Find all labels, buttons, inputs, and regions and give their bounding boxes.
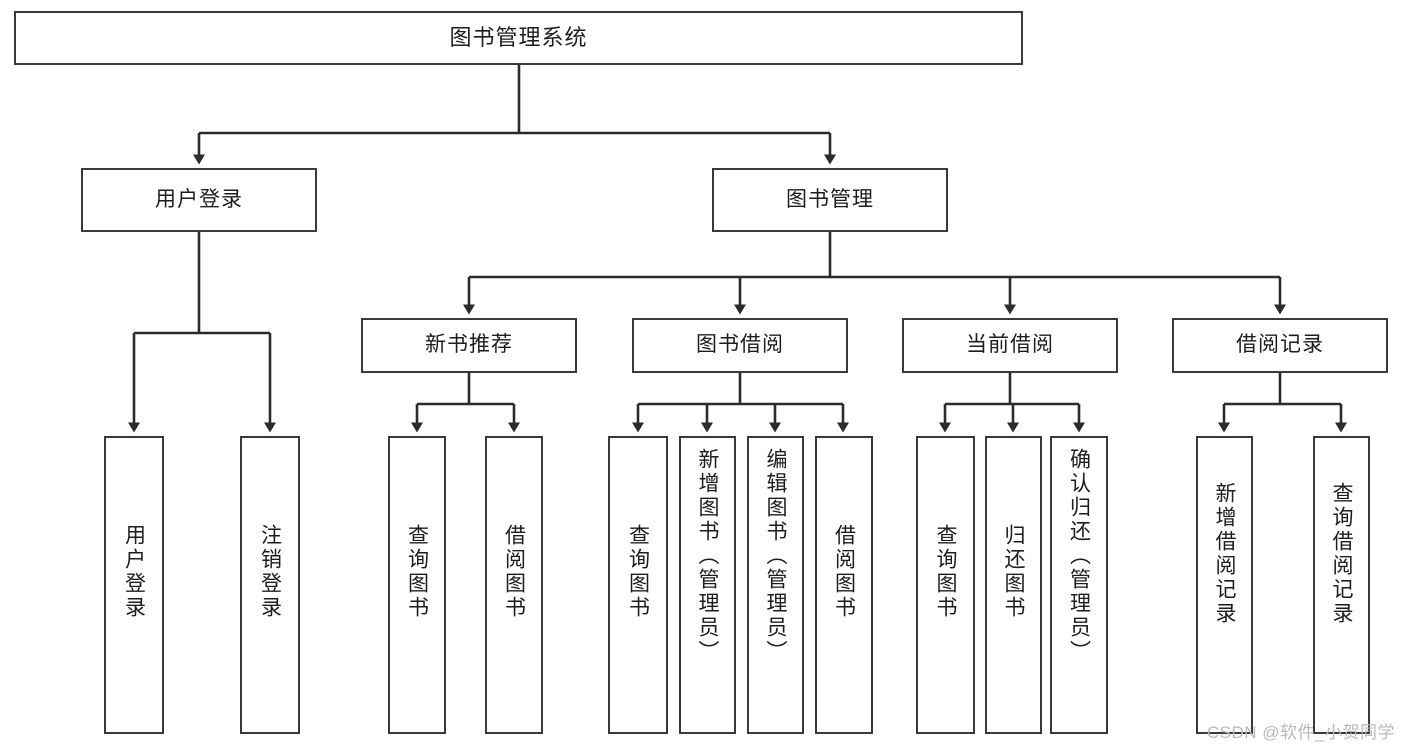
leaf-borrow-book-label: 借阅图书 <box>832 524 856 620</box>
leaf-query-book-borrow[interactable]: 查询图书 <box>608 436 668 734</box>
leaf-return-book-label: 归还图书 <box>1002 524 1025 620</box>
leaf-user-login-label: 用户登录 <box>122 524 146 620</box>
watermark: CSDN @软件_小贺同学 <box>1206 723 1395 742</box>
leaf-add-borrow-record[interactable]: 新增借阅记录 <box>1196 436 1253 734</box>
leaf-query-book-recommend[interactable]: 查询图书 <box>388 436 446 734</box>
leaf-query-borrow-record-label: 查询借阅记录 <box>1330 482 1353 626</box>
leaf-query-book-current[interactable]: 查询图书 <box>916 436 975 734</box>
leaf-return-book[interactable]: 归还图书 <box>985 436 1042 734</box>
leaf-edit-book-admin-label: 编辑图书（管理员） <box>764 448 787 664</box>
node-book-management-label: 图书管理 <box>786 187 874 211</box>
leaf-edit-book-admin[interactable]: 编辑图书（管理员） <box>747 436 804 734</box>
leaf-borrow-book-recommend-label: 借阅图书 <box>502 524 526 620</box>
leaf-add-book-admin[interactable]: 新增图书（管理员） <box>679 436 736 734</box>
node-current-borrow-label: 当前借阅 <box>966 333 1054 357</box>
leaf-borrow-book[interactable]: 借阅图书 <box>815 436 873 734</box>
node-user-login-label: 用户登录 <box>155 187 243 211</box>
leaf-add-book-admin-label: 新增图书（管理员） <box>696 448 719 664</box>
node-borrow-record-label: 借阅记录 <box>1236 333 1324 357</box>
leaf-add-borrow-record-label: 新增借阅记录 <box>1213 482 1236 626</box>
leaf-query-borrow-record[interactable]: 查询借阅记录 <box>1313 436 1370 734</box>
node-root[interactable]: 图书管理系统 <box>14 11 1023 65</box>
node-new-book-recommend[interactable]: 新书推荐 <box>361 318 577 373</box>
leaf-confirm-return-admin[interactable]: 确认归还（管理员） <box>1050 436 1108 734</box>
node-book-borrow[interactable]: 图书借阅 <box>632 318 848 373</box>
node-current-borrow[interactable]: 当前借阅 <box>902 318 1118 373</box>
leaf-user-login[interactable]: 用户登录 <box>104 436 164 734</box>
leaf-confirm-return-admin-label: 确认归还（管理员） <box>1067 448 1091 664</box>
leaf-borrow-book-recommend[interactable]: 借阅图书 <box>485 436 543 734</box>
leaf-query-book-recommend-label: 查询图书 <box>405 524 429 620</box>
node-borrow-record[interactable]: 借阅记录 <box>1172 318 1388 373</box>
node-root-label: 图书管理系统 <box>449 25 588 51</box>
leaf-query-book-borrow-label: 查询图书 <box>626 524 650 620</box>
node-book-borrow-label: 图书借阅 <box>696 333 784 357</box>
node-book-management[interactable]: 图书管理 <box>712 168 948 232</box>
node-new-book-recommend-label: 新书推荐 <box>425 333 513 357</box>
leaf-logout-label: 注销登录 <box>258 524 282 620</box>
leaf-query-book-current-label: 查询图书 <box>934 524 957 620</box>
leaf-logout[interactable]: 注销登录 <box>240 436 300 734</box>
node-user-login[interactable]: 用户登录 <box>81 168 317 232</box>
